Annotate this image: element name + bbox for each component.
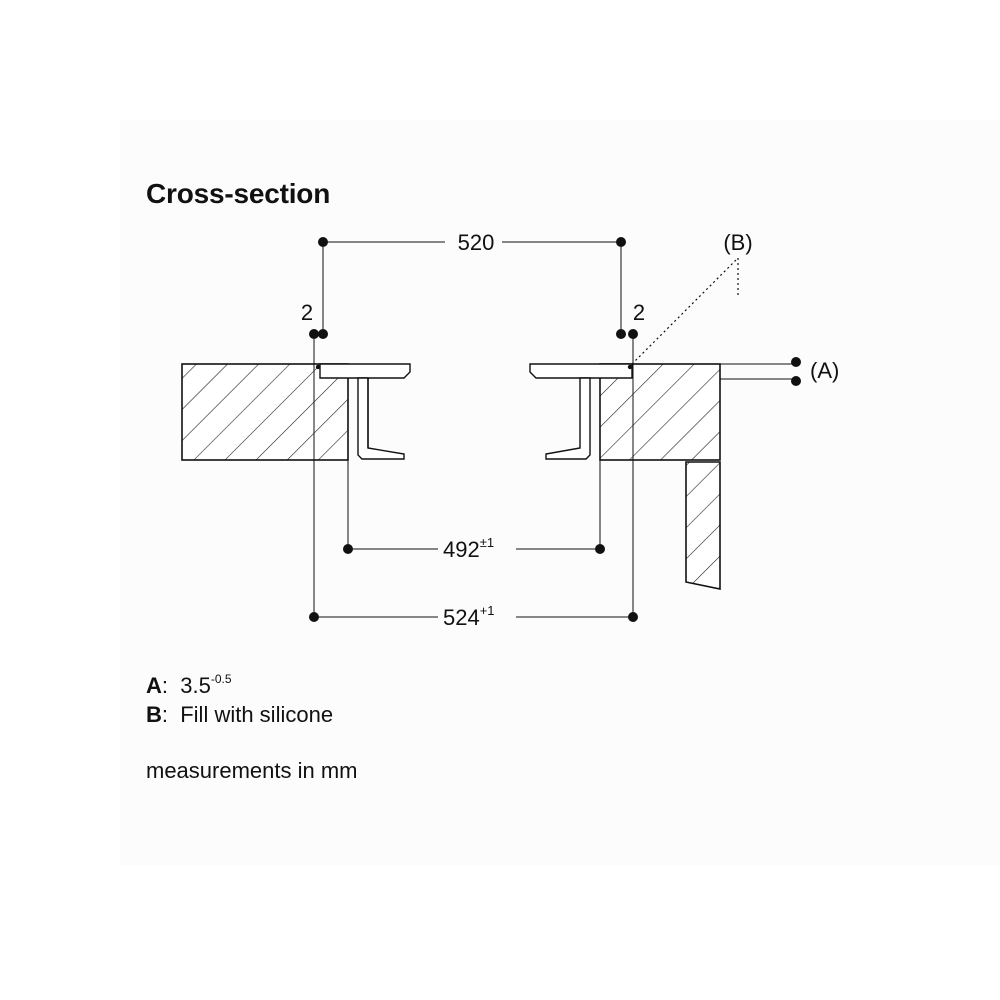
dim-524 [309,612,638,622]
legend-a-key: A [146,673,162,698]
legend-a-value: 3.5 [180,673,211,698]
right-hob-profile [529,363,633,460]
dim-gap-left [309,329,328,339]
silicone-joint-right [627,364,633,370]
legend-b-value: Fill with silicone [180,702,334,727]
diagram-title: Cross-section [146,178,331,209]
dim-a [720,357,801,386]
label-b: (B) [723,230,752,255]
legend-b-key: B [146,702,162,727]
dim-520-label: 520 [458,230,495,255]
legend-b: B: Fill with silicone [146,702,334,727]
cabinet-side-panel [685,461,721,590]
dim-492-label: 492±1 [443,535,494,562]
legend-a: A: 3.5-0.5 [146,672,232,698]
dim-524-label: 524+1 [443,603,495,630]
silicone-joint-left [315,364,321,370]
right-worktop [599,363,721,461]
left-worktop [181,363,349,461]
dim-520 [318,237,626,334]
leader-b [631,257,739,365]
diagram-panel [120,120,1000,865]
left-hob-profile [319,363,411,460]
dim-gap-right-label: 2 [633,300,645,325]
units-note: measurements in mm [146,758,358,783]
dim-gap-right [616,329,638,339]
dim-492 [343,544,605,554]
label-a: (A) [810,358,839,383]
legend-a-tolerance: -0.5 [210,672,232,686]
dim-gap-left-label: 2 [301,300,313,325]
extension-lines [313,334,634,617]
